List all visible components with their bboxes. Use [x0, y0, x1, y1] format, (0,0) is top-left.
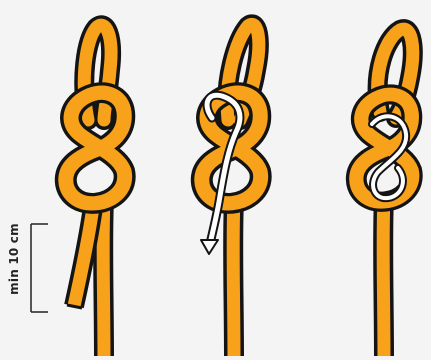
- step-2-knot: [201, 24, 261, 356]
- tail-length-label: min 10 cm: [3, 207, 25, 311]
- step-1-knot: [66, 25, 125, 356]
- step-3-knot: [356, 29, 412, 356]
- arrow-down-icon: [201, 240, 218, 254]
- tail-length-dimension: [31, 224, 48, 312]
- tail-length-text: min 10 cm: [7, 223, 21, 295]
